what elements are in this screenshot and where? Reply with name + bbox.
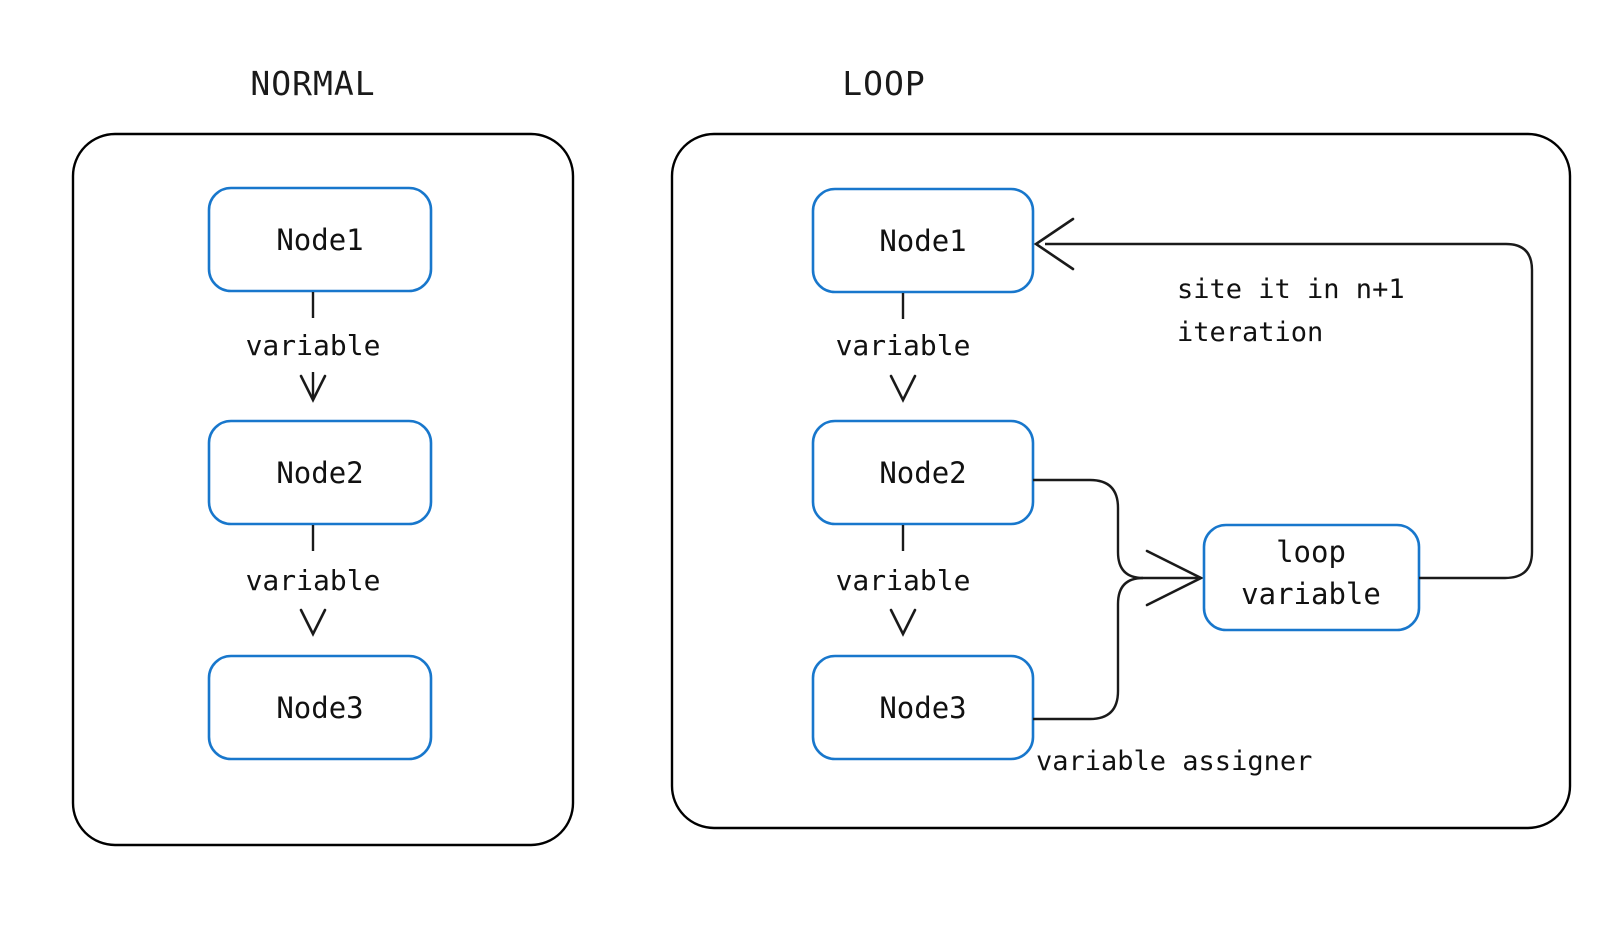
loop-node3-label: Node3 — [879, 691, 966, 725]
panel-title-loop: LOOP — [842, 64, 925, 103]
loop-node1[interactable]: Node1 — [811, 187, 1035, 294]
loop-edge-1: variable — [836, 293, 971, 403]
panel-title-normal: NORMAL — [250, 64, 375, 103]
feedback-note: site it in n+1 iteration — [1177, 274, 1405, 348]
loop-variable-label-line1: loop — [1276, 535, 1346, 569]
normal-node3-label: Node3 — [276, 691, 363, 725]
loop-edge-2: variable — [836, 525, 971, 637]
feedback-note-line1: site it in n+1 — [1177, 274, 1405, 305]
loop-edge-1-label: variable — [836, 329, 971, 362]
panel-loop: LOOP Node1 variable Node2 variable — [670, 64, 1572, 830]
normal-node2-label: Node2 — [276, 456, 363, 490]
route-feedback-to-node1 — [1045, 242, 1534, 580]
loop-node1-box[interactable] — [811, 187, 1035, 294]
normal-node3[interactable]: Node3 — [207, 654, 433, 761]
normal-node1-label: Node1 — [276, 223, 363, 257]
loop-node2[interactable]: Node2 — [811, 419, 1035, 526]
normal-edge-2-label: variable — [246, 564, 381, 597]
loop-edge-1-arrowhead-icon — [889, 374, 917, 403]
route-node2-to-merge — [1033, 478, 1144, 580]
loop-container — [670, 132, 1572, 830]
panel-normal: NORMAL Node1 variable Node2 — [71, 64, 575, 847]
normal-edge-1-arrowhead-icon — [299, 374, 327, 403]
feedback-arrowhead-icon — [1033, 217, 1075, 271]
normal-edge-2: variable — [246, 525, 381, 637]
loop-variable-node[interactable]: loop variable — [1202, 523, 1421, 632]
loop-edge-2-arrowhead-icon — [889, 608, 917, 637]
normal-node3-box[interactable] — [207, 654, 433, 761]
loop-edge-2-label: variable — [836, 564, 971, 597]
loop-node3-box[interactable] — [811, 654, 1035, 761]
feedback-note-line2: iteration — [1177, 317, 1323, 348]
loop-node2-label: Node2 — [879, 456, 966, 490]
loop-node2-box[interactable] — [811, 419, 1035, 526]
assigner-note: variable assigner — [1036, 746, 1312, 777]
loop-node1-label: Node1 — [879, 224, 966, 258]
normal-node2[interactable]: Node2 — [207, 419, 433, 526]
normal-node1[interactable]: Node1 — [207, 186, 433, 293]
normal-container — [71, 132, 575, 847]
loop-node3[interactable]: Node3 — [811, 654, 1035, 761]
normal-node2-box[interactable] — [207, 419, 433, 526]
loop-variable-label-line2: variable — [1241, 577, 1381, 611]
normal-edge-1: variable — [246, 292, 381, 403]
normal-edge-2-arrowhead-icon — [299, 608, 327, 637]
normal-edge-1-label: variable — [246, 329, 381, 362]
route-node3-to-merge — [1033, 576, 1144, 721]
normal-node1-box[interactable] — [207, 186, 433, 293]
merge-arrowhead-icon — [1145, 549, 1204, 607]
